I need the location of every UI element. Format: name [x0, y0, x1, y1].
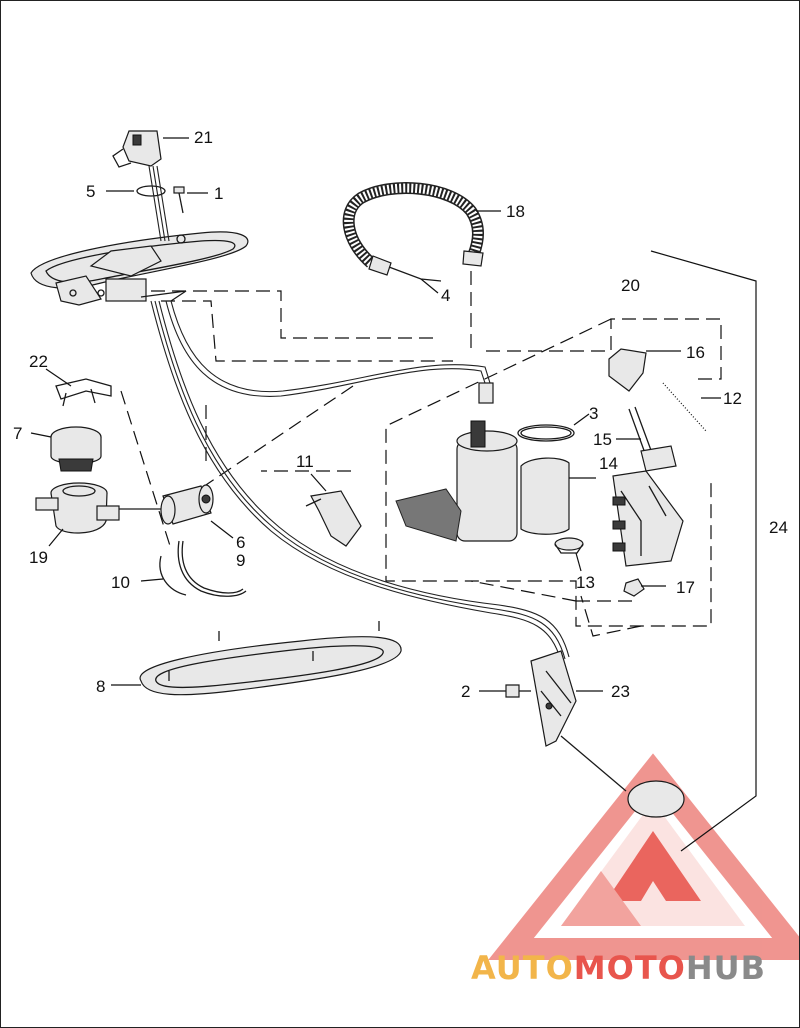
callout-21: 21 [194, 128, 213, 147]
assembly-bracket-24 [650, 250, 757, 852]
part-17-nut [623, 578, 666, 597]
fuel-level-sender-body [612, 470, 684, 567]
callout-5: 5 [86, 182, 95, 201]
callout-18: 18 [506, 202, 525, 221]
callout-3: 3 [589, 404, 598, 423]
float [627, 780, 685, 818]
part-12-spring [662, 382, 721, 432]
callout-22: 22 [29, 352, 48, 371]
part-22-clip [45, 368, 112, 407]
callout-20: 20 [621, 276, 640, 295]
leader-4 [420, 278, 439, 294]
callout-23: 23 [611, 682, 630, 701]
callout-10: 10 [111, 573, 130, 592]
part-15-float-arm [616, 406, 677, 472]
watermark-text: AUTOMOTOHUB [471, 949, 766, 987]
part-5-o-ring [136, 185, 166, 197]
part-6-fuel-filter [119, 484, 234, 539]
svg-text:AUTOMOTOHUB: AUTOMOTOHUB [471, 949, 766, 987]
callout-12: 12 [723, 389, 742, 408]
part-23-level-sender [530, 650, 627, 792]
watermark-logo [488, 753, 799, 960]
part-19-regulator-housing [35, 482, 120, 547]
part-10-fuel-line [140, 540, 247, 597]
callout-7: 7 [13, 424, 22, 443]
callout-19: 19 [29, 548, 48, 567]
part-14-sleeve [520, 457, 596, 535]
part-18-fuel-hose [342, 182, 501, 282]
part-7-pressure-regulator [30, 426, 102, 472]
callout-labels: 21 5 1 18 4 20 16 22 12 3 7 15 11 14 24 … [13, 128, 788, 701]
watermark-moto: MOTO [574, 949, 686, 987]
part-8-gasket [111, 621, 402, 696]
callout-15: 15 [593, 430, 612, 449]
part-16-bracket [608, 348, 681, 392]
callout-1: 1 [214, 184, 223, 203]
watermark-hub: HUB [686, 949, 766, 987]
wire-harness [150, 300, 570, 662]
callout-16: 16 [686, 343, 705, 362]
pump-top-plate [30, 231, 249, 306]
callout-11: 11 [296, 452, 314, 471]
callout-4: 4 [441, 286, 450, 305]
callout-14: 14 [599, 454, 618, 473]
part-21-connector [112, 130, 189, 168]
watermark-auto: AUTO [471, 949, 574, 987]
callout-8: 8 [96, 677, 105, 696]
callout-17: 17 [676, 578, 695, 597]
callout-13: 13 [576, 573, 595, 592]
fuel-pump [395, 382, 518, 542]
callout-6: 6 [236, 533, 245, 552]
callout-9: 9 [236, 551, 245, 570]
part-13-fitting [554, 537, 584, 572]
part-11-bracket [305, 473, 362, 547]
part-1-screw [173, 186, 208, 214]
callout-2: 2 [461, 682, 470, 701]
callout-24: 24 [769, 518, 788, 537]
part-3-clamp [517, 413, 590, 442]
part-2-screw [479, 684, 531, 698]
